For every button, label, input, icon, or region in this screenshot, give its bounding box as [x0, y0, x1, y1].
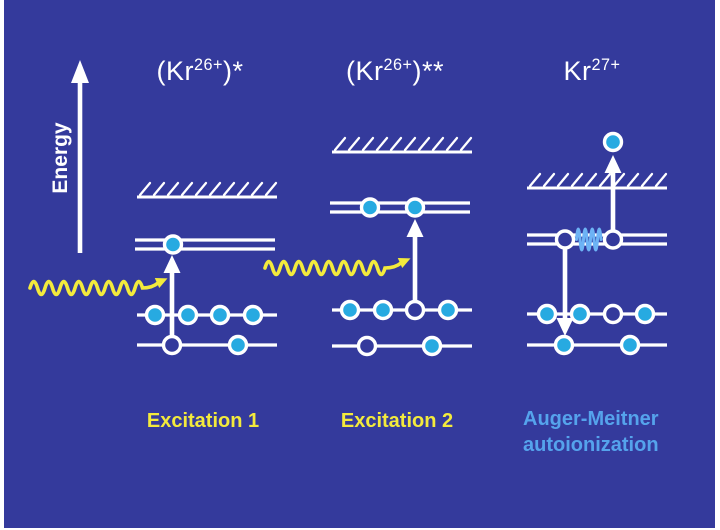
title-superscript: 26+ [194, 56, 223, 74]
excitation-arrow-2 [406, 219, 424, 310]
energy-axis-arrow [71, 60, 89, 253]
caption-excitation-1: Excitation 1 [133, 408, 273, 434]
electron [177, 304, 199, 326]
caption-line: Auger-Meitner [523, 408, 659, 430]
electron-hole [602, 229, 624, 250]
electron [569, 303, 591, 325]
photon-arrowhead-2 [397, 257, 411, 269]
relaxation-arrow [556, 247, 574, 336]
title-text: Kr [563, 56, 592, 86]
electron [227, 334, 249, 356]
title-superscript: 26+ [383, 56, 413, 74]
panel-1-levels [135, 238, 277, 347]
panel-1-electrons [144, 234, 264, 356]
photon-arrowhead-1 [154, 277, 168, 289]
caption-line: Excitation 1 [146, 410, 260, 432]
panel-2-electrons [339, 197, 459, 357]
continuum-level-2 [330, 136, 474, 154]
electron-hole [554, 229, 576, 250]
electron [242, 304, 264, 326]
title-text: )** [412, 56, 444, 86]
electron [144, 304, 166, 326]
electron-hole [602, 303, 624, 325]
title-text: )* [222, 56, 244, 86]
title-text: (Kr [346, 56, 384, 86]
panel-title-1: (Kr26+)* [115, 48, 285, 88]
caption-line: autoionization [523, 434, 659, 456]
caption-line: Excitation 2 [340, 410, 454, 432]
electron-hole [404, 299, 426, 321]
panel-title-2: (Kr26+)** [310, 48, 480, 88]
panel-3-electrons [536, 131, 656, 356]
title-superscript: 27+ [591, 56, 621, 74]
electron [619, 334, 641, 356]
electron [372, 299, 394, 321]
free-electron [602, 131, 624, 153]
electron-hole [356, 335, 378, 357]
electron [162, 234, 184, 255]
excitation-arrow-1 [163, 255, 181, 345]
electron [339, 299, 361, 321]
electron [553, 334, 575, 356]
electron [634, 303, 656, 325]
ejection-arrow [604, 155, 622, 235]
electron [536, 303, 558, 325]
electron [359, 197, 381, 218]
electron [437, 299, 459, 321]
panel-3-levels [527, 233, 667, 347]
title-text: (Kr [156, 56, 195, 86]
photon-wave-1 [28, 279, 160, 297]
panel-title-3: Kr27+ [507, 48, 677, 88]
caption-auger: Auger-Meitner autoionization [523, 406, 693, 458]
continuum-level-1 [135, 181, 279, 199]
caption-excitation-2: Excitation 2 [327, 408, 467, 434]
electron [421, 335, 443, 357]
photon-wave-2 [263, 259, 403, 277]
electron [404, 197, 426, 218]
continuum-level-3 [525, 172, 669, 190]
energy-axis-label: Energy [49, 122, 72, 194]
electron-hole [161, 334, 183, 356]
electron [209, 304, 231, 326]
auger-interaction-wave [575, 227, 603, 252]
